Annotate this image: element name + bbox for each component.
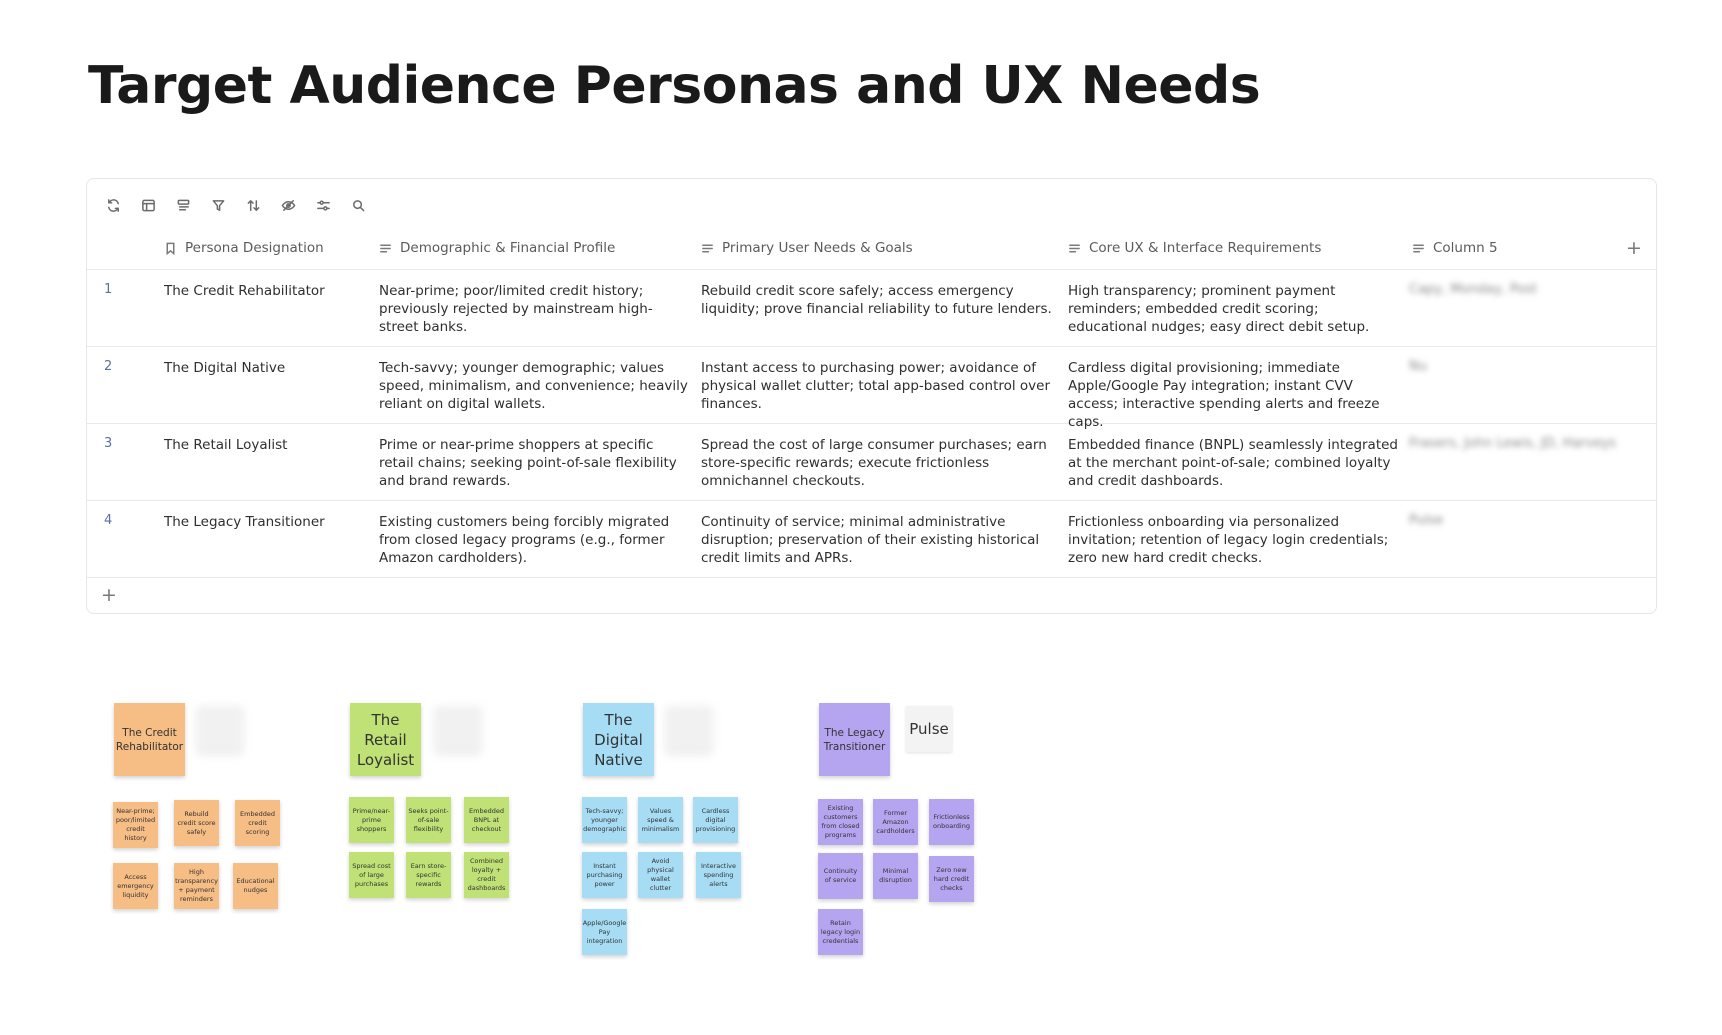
pulse-sticky-note[interactable]: Pulse xyxy=(906,706,952,752)
profile-cell[interactable]: Prime or near-prime shoppers at specific… xyxy=(379,437,677,489)
needs-cell[interactable]: Rebuild credit score safely; access emer… xyxy=(701,283,1052,317)
ux-cell[interactable]: Cardless digital provisioning; immediate… xyxy=(1068,360,1380,430)
profile-cell[interactable]: Near-prime; poor/limited credit history;… xyxy=(379,283,653,335)
sticky-note[interactable]: Prime/near-prime shoppers xyxy=(349,797,394,843)
persona-cell[interactable]: The Legacy Transitioner xyxy=(164,514,325,530)
ux-cell[interactable]: High transparency; prominent payment rem… xyxy=(1068,283,1370,335)
persona-cell[interactable]: The Digital Native xyxy=(164,360,286,376)
group-icon[interactable] xyxy=(171,193,196,217)
refresh-icon[interactable] xyxy=(101,193,126,217)
column-header-needs[interactable]: Primary User Needs & Goals xyxy=(701,227,913,269)
table-row[interactable]: 2 The Digital Native Tech-savvy; younger… xyxy=(87,347,1656,430)
sticky-note[interactable]: Instant purchasing power xyxy=(582,852,627,898)
column5-cell[interactable]: Frasers, John Lewis, JD, Harveys xyxy=(1409,436,1617,451)
sticky-note[interactable]: Former Amazon cardholders xyxy=(873,799,918,845)
sticky-note[interactable]: Earn store-specific rewards xyxy=(406,852,451,898)
column5-cell[interactable]: Capy, Monday, Post xyxy=(1409,282,1538,297)
text-lines-icon xyxy=(380,244,391,252)
sticky-note[interactable]: Zero new hard credit checks xyxy=(929,856,974,902)
database-table: Persona Designation Demographic & Financ… xyxy=(86,178,1657,614)
ux-cell[interactable]: Embedded finance (BNPL) seamlessly integ… xyxy=(1068,437,1398,489)
sticky-note[interactable]: Frictionless onboarding xyxy=(929,799,974,845)
settings-icon[interactable] xyxy=(311,193,336,217)
column-header-label: Core UX & Interface Requirements xyxy=(1089,240,1322,256)
persona-cell[interactable]: The Retail Loyalist xyxy=(164,437,288,453)
filter-icon[interactable] xyxy=(206,193,231,217)
column-header-ux[interactable]: Core UX & Interface Requirements xyxy=(1068,227,1321,269)
column5-cell[interactable]: Pulse xyxy=(1409,513,1444,528)
row-number: 3 xyxy=(104,436,113,451)
sticky-note[interactable]: High transparency + payment reminders xyxy=(174,863,219,909)
column-header-label: Persona Designation xyxy=(185,240,324,256)
sticky-note-title[interactable]: The Credit Rehabilitator xyxy=(114,703,185,776)
sticky-note[interactable]: Values speed & minimalism xyxy=(638,797,683,843)
column-header-col5[interactable]: Column 5 xyxy=(1412,227,1498,269)
blurred-sticky-note xyxy=(197,706,243,752)
table-layout-icon[interactable] xyxy=(136,193,161,217)
ux-cell[interactable]: Frictionless onboarding via personalized… xyxy=(1068,514,1389,566)
table-grid: Persona Designation Demographic & Financ… xyxy=(87,227,1656,578)
profile-cell[interactable]: Tech-savvy; younger demographic; values … xyxy=(379,360,688,412)
table-toolbar xyxy=(101,193,371,217)
sticky-note[interactable]: Seeks point-of-sale flexibility xyxy=(406,797,451,843)
table-header: Persona Designation Demographic & Financ… xyxy=(87,227,1656,270)
sticky-note[interactable]: Access emergency liquidity xyxy=(113,863,158,909)
blurred-sticky-note xyxy=(435,706,481,752)
needs-cell[interactable]: Continuity of service; minimal administr… xyxy=(701,514,1040,566)
table-row[interactable]: 4 The Legacy Transitioner Existing custo… xyxy=(87,501,1656,578)
row-number: 4 xyxy=(104,513,113,528)
sticky-note-title[interactable]: The Legacy Transitioner xyxy=(819,703,890,776)
add-column-button[interactable]: + xyxy=(1626,237,1642,259)
column5-cell[interactable]: Nu xyxy=(1409,359,1427,374)
row-number: 2 xyxy=(104,359,113,374)
table-row[interactable]: 3 The Retail Loyalist Prime or near-prim… xyxy=(87,424,1656,501)
search-icon[interactable] xyxy=(346,193,371,217)
needs-cell[interactable]: Instant access to purchasing power; avoi… xyxy=(701,360,1051,412)
profile-cell[interactable]: Existing customers being forcibly migrat… xyxy=(379,514,670,566)
sticky-note[interactable]: Educational nudges xyxy=(233,863,278,909)
bookmark-icon xyxy=(166,242,175,255)
sticky-note[interactable]: Rebuild credit score safely xyxy=(174,800,219,846)
sticky-note[interactable]: Near-prime; poor/limited credit history xyxy=(113,802,158,848)
table-row[interactable]: 1 The Credit Rehabilitator Near-prime; p… xyxy=(87,270,1656,347)
text-lines-icon xyxy=(1413,244,1424,252)
persona-cell[interactable]: The Credit Rehabilitator xyxy=(164,283,325,299)
sticky-note-title[interactable]: The Digital Native xyxy=(583,703,654,776)
add-row-button[interactable]: + xyxy=(101,584,117,606)
sticky-note[interactable]: Interactive spending alerts xyxy=(696,852,741,898)
sticky-note[interactable]: Existing customers from closed programs xyxy=(818,799,863,845)
sticky-note[interactable]: Combined loyalty + credit dashboards xyxy=(464,852,509,898)
page-title: Target Audience Personas and UX Needs xyxy=(88,56,1261,116)
column-header-label: Primary User Needs & Goals xyxy=(722,240,913,256)
text-lines-icon xyxy=(1069,244,1080,252)
sticky-note[interactable]: Spread cost of large purchases xyxy=(349,852,394,898)
sticky-note-title[interactable]: The Retail Loyalist xyxy=(350,703,421,776)
sticky-note[interactable]: Tech-savvy; younger demographic xyxy=(582,797,627,843)
sticky-note[interactable]: Embedded BNPL at checkout xyxy=(464,797,509,843)
column-header-persona[interactable]: Persona Designation xyxy=(164,227,324,269)
sticky-note[interactable]: Continuity of service xyxy=(818,853,863,899)
sticky-note[interactable]: Embedded credit scoring xyxy=(235,800,280,846)
sticky-note[interactable]: Cardless digital provisioning xyxy=(693,797,738,843)
column-header-label: Column 5 xyxy=(1433,240,1498,256)
sticky-note[interactable]: Apple/Google Pay integration xyxy=(582,909,627,955)
column-header-profile[interactable]: Demographic & Financial Profile xyxy=(379,227,615,269)
sort-icon[interactable] xyxy=(241,193,266,217)
column-header-label: Demographic & Financial Profile xyxy=(400,240,616,256)
row-number: 1 xyxy=(104,282,113,297)
hide-fields-icon[interactable] xyxy=(276,193,301,217)
needs-cell[interactable]: Spread the cost of large consumer purcha… xyxy=(701,437,1047,489)
blurred-sticky-note xyxy=(666,706,712,752)
text-lines-icon xyxy=(702,244,713,252)
sticky-note[interactable]: Avoid physical wallet clutter xyxy=(638,852,683,898)
sticky-note[interactable]: Minimal disruption xyxy=(873,853,918,899)
sticky-note[interactable]: Retain legacy login credentials xyxy=(818,909,863,955)
